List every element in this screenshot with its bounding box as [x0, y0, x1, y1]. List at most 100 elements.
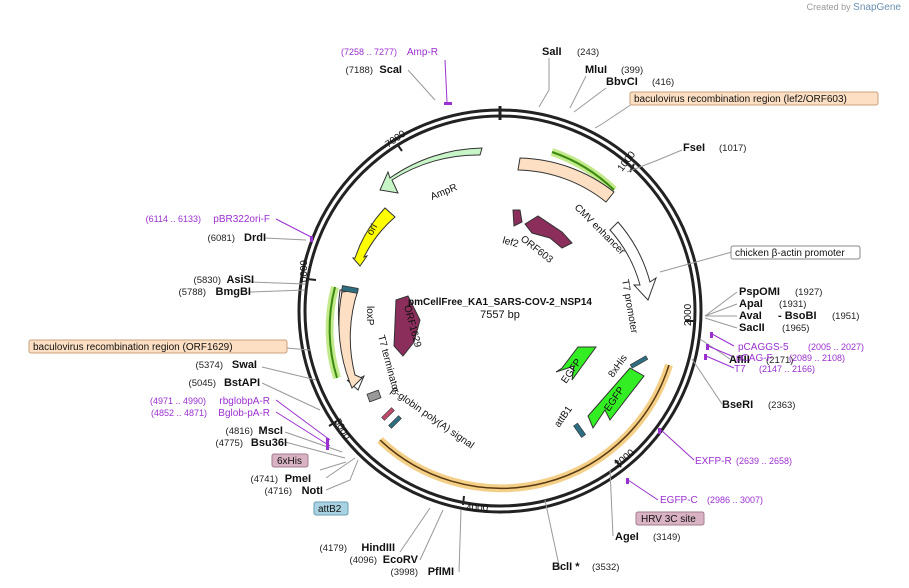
enzyme-fsei-name: FseI: [683, 142, 705, 154]
enzyme-pspomi-name: PspOMI: [739, 286, 780, 298]
enzyme-bseri-pos: (2363): [768, 400, 795, 411]
hrv3c-label: HRV 3C site: [641, 514, 696, 525]
enzyme-bsu36i-name: Bsu36I: [251, 437, 287, 449]
primer-lines: [275, 59, 735, 501]
snapgene-credit: Created by SnapGene: [807, 2, 901, 13]
enzyme-mlui-pos: (399): [621, 65, 643, 76]
tick-7000: [396, 143, 403, 152]
primer-rbglobpa-r-name: rbglobpA-R: [219, 396, 270, 407]
ampr-feature: [379, 147, 483, 194]
primer-pcaggs-5-name: pCAGGS-5: [738, 342, 789, 353]
enzyme-aflii-pos: (2171): [766, 355, 793, 366]
loxp-marker: [341, 285, 359, 294]
ampr-label: AmpR: [429, 182, 459, 203]
enzyme-avai-pos: (1951): [832, 311, 859, 322]
enzyme-mlui-name: MluI: [585, 64, 607, 76]
enzyme-asisi-pos: (5830): [194, 275, 221, 286]
tick-6000: [306, 278, 317, 281]
orange-arc-line: [379, 364, 670, 489]
enzyme-swai-pos: (5374): [196, 360, 223, 371]
globin-polya-marker-2: [388, 415, 402, 429]
enzyme-pmei-name: PmeI: [285, 473, 311, 485]
primer-exfp-r-range: (2639 .. 2658): [736, 456, 792, 466]
tick-label-2000: 2000: [683, 303, 694, 326]
enzyme-apai-pos: (1931): [779, 299, 806, 310]
plasmid-length: 7557 bp: [480, 309, 520, 321]
credit-prefix: Created by: [806, 2, 851, 12]
enzyme-swai-name: SwaI: [232, 359, 257, 371]
tick-label-5000: 5000: [331, 417, 352, 442]
orf1629-region-feature: [338, 289, 363, 389]
orf1629-feature: [393, 295, 421, 357]
tick-label-4000: 4000: [466, 503, 489, 514]
primer-t7-name: T7: [734, 364, 746, 375]
primer-markers: [310, 102, 713, 484]
chicken-actin-box: [730, 245, 861, 260]
chicken-actin-label: chicken β-actin promoter: [735, 248, 845, 259]
enzyme-bbvci-pos: (416): [652, 77, 674, 88]
enzyme-hindiii-name: HindIII: [361, 542, 395, 554]
tick-4000: [462, 495, 465, 506]
primer-bglob-pa-r-range: (4852 .. 4871): [151, 408, 207, 418]
enzyme-pflmi-name: PflMI: [428, 566, 454, 578]
enzyme-hindiii-pos: (4179): [320, 543, 347, 554]
enzyme-apai-name: ApaI: [739, 298, 763, 310]
primer-ampr-name: Amp-R: [407, 47, 438, 58]
snapgene-brand: SnapGene: [853, 2, 901, 13]
primer-pbr322ori-f-name: pBR322ori-F: [213, 214, 270, 225]
enzyme-bbvci-name: BbvCI: [606, 76, 638, 88]
lef2-recomb-arrow: [551, 151, 615, 191]
enzyme-bmgbi-pos: (5788): [179, 287, 206, 298]
tick-label-6000: 6000: [297, 260, 308, 283]
leader-lines: [249, 58, 738, 573]
primer-pcaggs-5-range: (2005 .. 2027): [808, 342, 864, 352]
enzyme-pspomi-pos: (1927): [795, 287, 822, 298]
enzyme-pflmi-pos: (3998): [391, 567, 418, 578]
attb2-label: attB2: [318, 504, 342, 515]
enzyme-msci-pos: (4816): [226, 426, 253, 437]
lef2-region-label: baculovirus recombination region (lef2/O…: [634, 94, 847, 105]
plasmid-name: pmCellFree_KA1_SARS-COV-2_NSP14: [408, 297, 592, 308]
enzyme-bsu36i-pos: (4775): [216, 438, 243, 449]
his-8x-marker: [629, 355, 649, 369]
primer-rbglobpa-r-range: (4971 .. 4990): [150, 396, 206, 406]
enzyme-scai-pos: (7188): [346, 65, 373, 76]
enzyme-bstapi-pos: (5045): [189, 378, 216, 389]
enzyme-agei-name: AgeI: [615, 531, 639, 543]
attb2-box: [313, 501, 349, 516]
primer-exfp-r-name: EXFP-R: [695, 456, 732, 467]
ori-label: ori: [365, 222, 380, 237]
enzyme-bseri-name: BseRI: [722, 399, 753, 411]
hrv3c-box: [635, 511, 705, 526]
primer-bglob-pa-r-name: Bglob-pA-R: [218, 408, 270, 419]
orf603-label: ORF603: [518, 234, 555, 266]
attb1-marker: [573, 422, 587, 438]
orf1629-region-box: [28, 339, 288, 354]
enzyme-avai-name: AvaI: [739, 310, 762, 322]
tick-5000: [328, 420, 338, 427]
egfp-1-feature: [555, 346, 597, 381]
lef2-region-box: [629, 91, 879, 106]
enzyme-ecorv-pos: (4096): [350, 555, 377, 566]
enzyme-fsei-pos: (1017): [719, 143, 746, 154]
enzyme-sacii-pos: (1965): [782, 323, 809, 334]
enzyme-bmgbi-name: BmgBI: [216, 286, 251, 298]
t7-terminator-marker: [366, 389, 382, 403]
enzyme-sacii-name: SacII: [739, 322, 765, 334]
enzyme-pmei-pos: (4741): [251, 474, 278, 485]
enzyme-msci-name: MscI: [259, 425, 283, 437]
lef2-label: lef2: [501, 235, 520, 250]
enzyme-noti-name: NotI: [302, 485, 323, 497]
egfp-1-label: EGFP: [559, 357, 584, 386]
his-6x-box: [271, 453, 309, 468]
enzyme-drdi-pos: (6081): [208, 233, 235, 244]
ori-feature: [351, 207, 396, 267]
enzyme-asisi-name: AsiSI: [226, 274, 254, 286]
enzyme-noti-pos: (4716): [265, 486, 292, 497]
egfp-2-feature: [587, 367, 645, 430]
orf1629-region-label: baculovirus recombination region (ORF162…: [33, 342, 233, 353]
globin-polya-marker-1: [381, 407, 395, 421]
primer-egfp-c-range: (2986 .. 3007): [707, 495, 763, 505]
primer-pcag-f-name: pCAG-F: [736, 353, 773, 364]
